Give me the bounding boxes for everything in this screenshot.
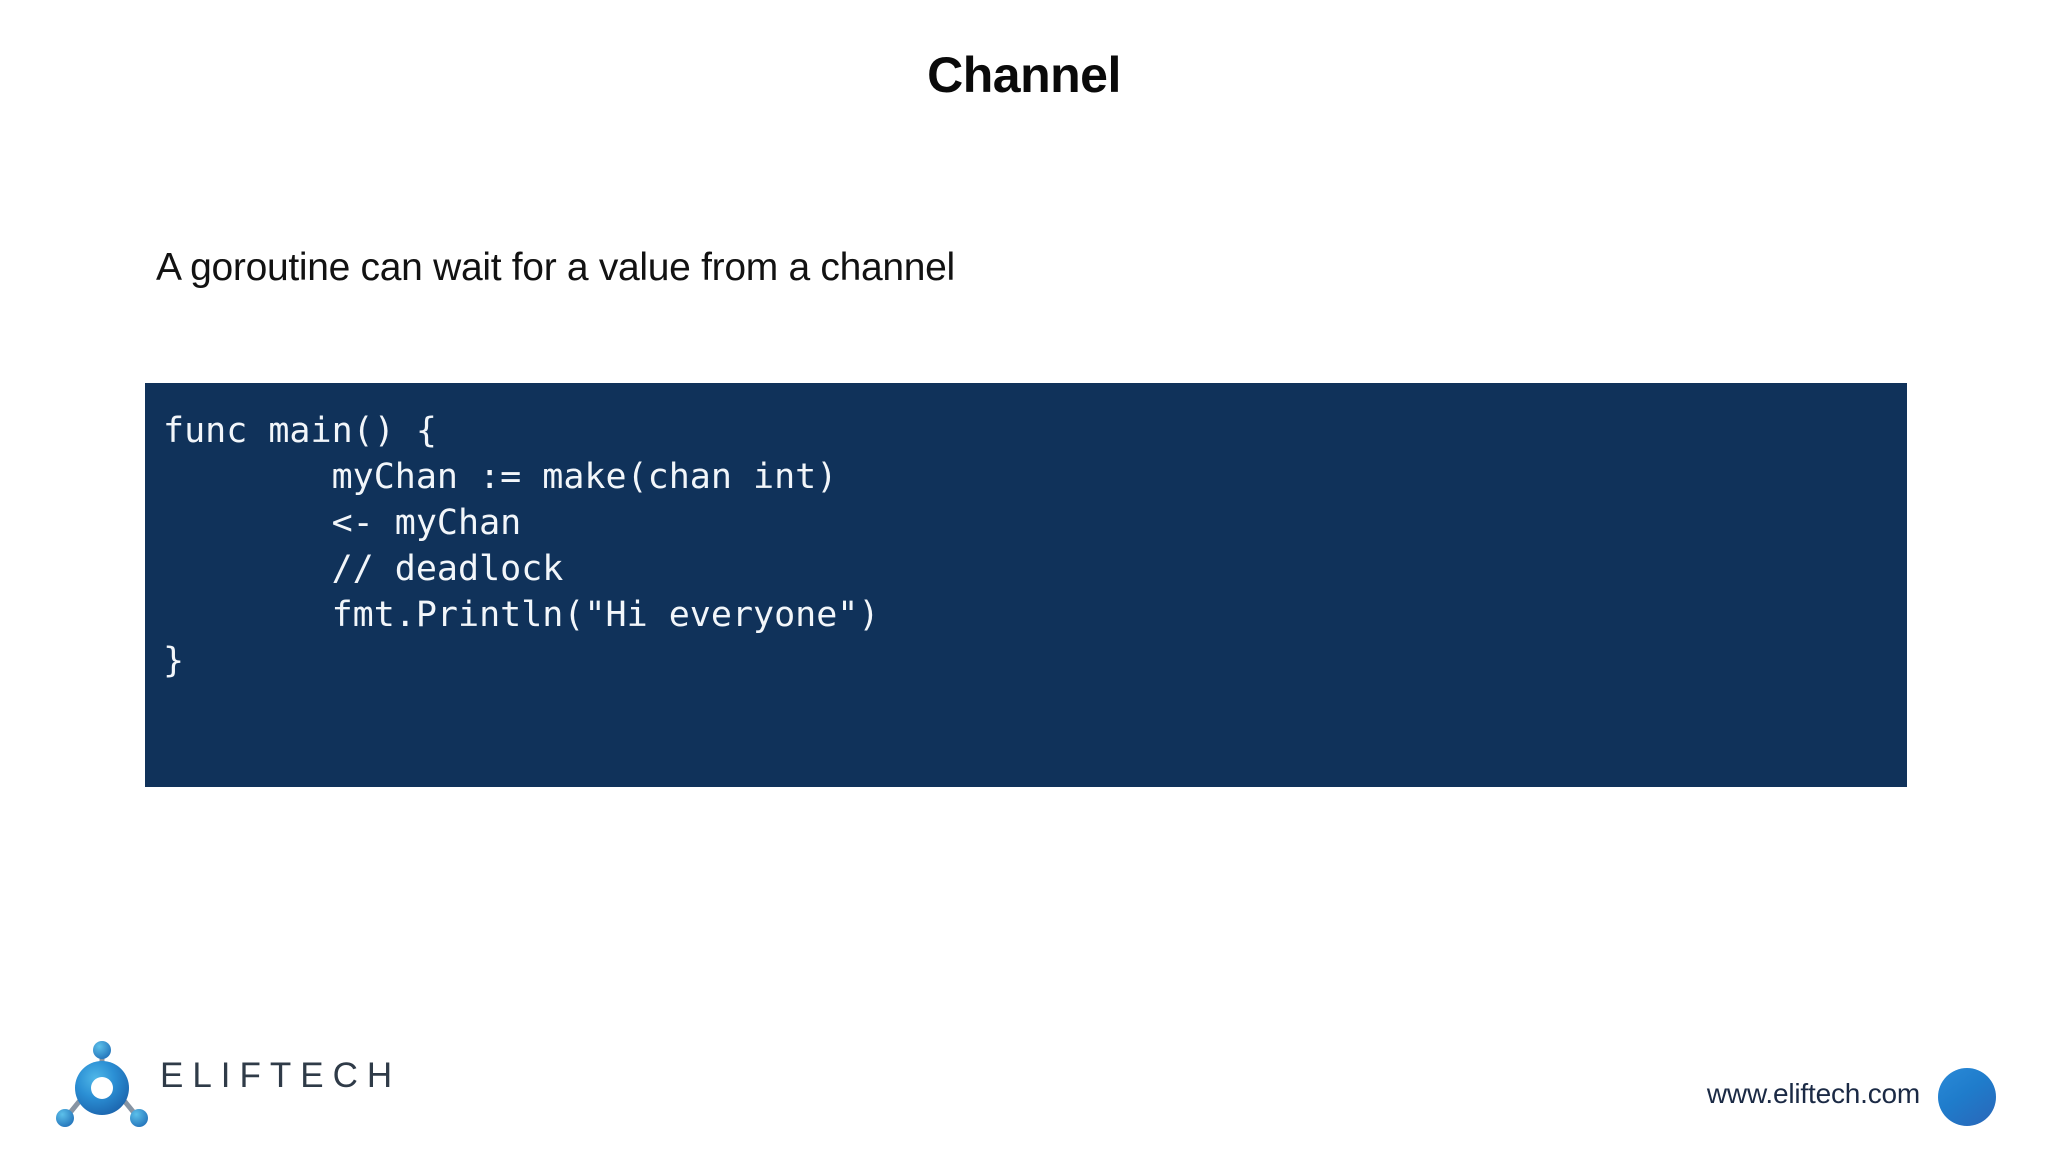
page-title: Channel: [927, 47, 1121, 103]
code-line-2: myChan := make(chan int): [163, 457, 838, 497]
code-line-6: }: [163, 641, 185, 681]
code-line-4: // deadlock: [163, 549, 564, 589]
footer-url[interactable]: www.eliftech.com: [1706, 1078, 1920, 1109]
code-block: func main() { myChan := make(chan int) <…: [145, 383, 1907, 787]
code-line-1: func main() {: [163, 411, 437, 451]
eliftech-wordmark: ELIFTECH: [160, 1056, 402, 1095]
body-text: A goroutine can wait for a value from a …: [156, 246, 955, 289]
code-line-5: fmt.Println("Hi everyone"): [163, 595, 880, 635]
eliftech-atom-logo-icon: [52, 1036, 152, 1132]
blue-circle-icon: [1938, 1068, 1996, 1126]
footer-logo: ELIFTECH: [52, 1036, 392, 1132]
code-line-3: <- myChan: [163, 503, 522, 543]
